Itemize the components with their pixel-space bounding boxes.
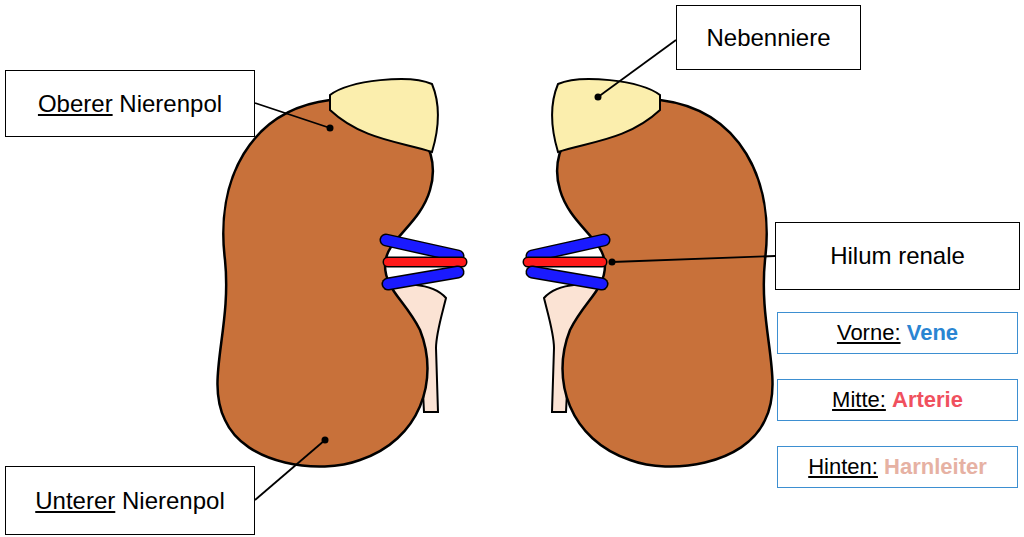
lower-pole-label: UntererNierenpol	[5, 466, 255, 535]
leader-line	[598, 40, 676, 97]
left-kidney	[217, 79, 462, 466]
leader-line	[255, 440, 325, 500]
hilum-label: Hilum renale	[775, 222, 1020, 290]
leader-dot	[595, 94, 602, 101]
vessel-outline	[528, 257, 602, 268]
label-text: Hilum renale	[830, 242, 965, 270]
label-text: Vorne:	[837, 320, 901, 346]
right-kidney	[528, 79, 773, 466]
ureter-position-label: Hinten:Harnleiter	[777, 446, 1018, 488]
adrenal-gland	[552, 79, 660, 152]
label-text: Nebenniere	[706, 24, 830, 52]
vessel-outline	[532, 272, 602, 284]
vein	[532, 240, 604, 256]
adrenal-label: Nebenniere	[676, 5, 861, 70]
artery	[388, 258, 462, 266]
adrenal-gland	[330, 79, 438, 152]
leader-dots	[322, 94, 616, 444]
vein	[532, 272, 602, 284]
vein	[388, 272, 458, 284]
label-text: Vene	[907, 320, 958, 346]
leader-line	[612, 256, 775, 262]
label-text: Harnleiter	[884, 454, 987, 480]
vein	[386, 240, 458, 256]
label-text: Unterer	[35, 487, 115, 515]
label-text: Mitte:	[832, 387, 886, 413]
vessel-outline	[388, 272, 458, 284]
upper-pole-label: ObererNierenpol	[5, 70, 255, 137]
leader-dot	[322, 437, 329, 444]
leader-dot	[327, 125, 334, 132]
artery-position-label: Mitte:Arterie	[777, 379, 1018, 421]
hilum-vessels	[528, 240, 604, 284]
leader-line	[255, 103, 330, 128]
label-text: Hinten:	[808, 454, 878, 480]
vessel-outline	[388, 257, 462, 268]
leader-dot	[609, 259, 616, 266]
hilum-vessels	[386, 240, 462, 284]
leader-lines	[255, 40, 775, 500]
label-text: Nierenpol	[122, 487, 225, 515]
label-text: Nierenpol	[119, 90, 222, 118]
label-text: Arterie	[892, 387, 963, 413]
artery	[528, 258, 602, 266]
vessel-outline	[386, 240, 458, 256]
label-text: Oberer	[38, 90, 113, 118]
vessel-outline	[532, 240, 604, 256]
vein-position-label: Vorne:Vene	[777, 312, 1018, 354]
